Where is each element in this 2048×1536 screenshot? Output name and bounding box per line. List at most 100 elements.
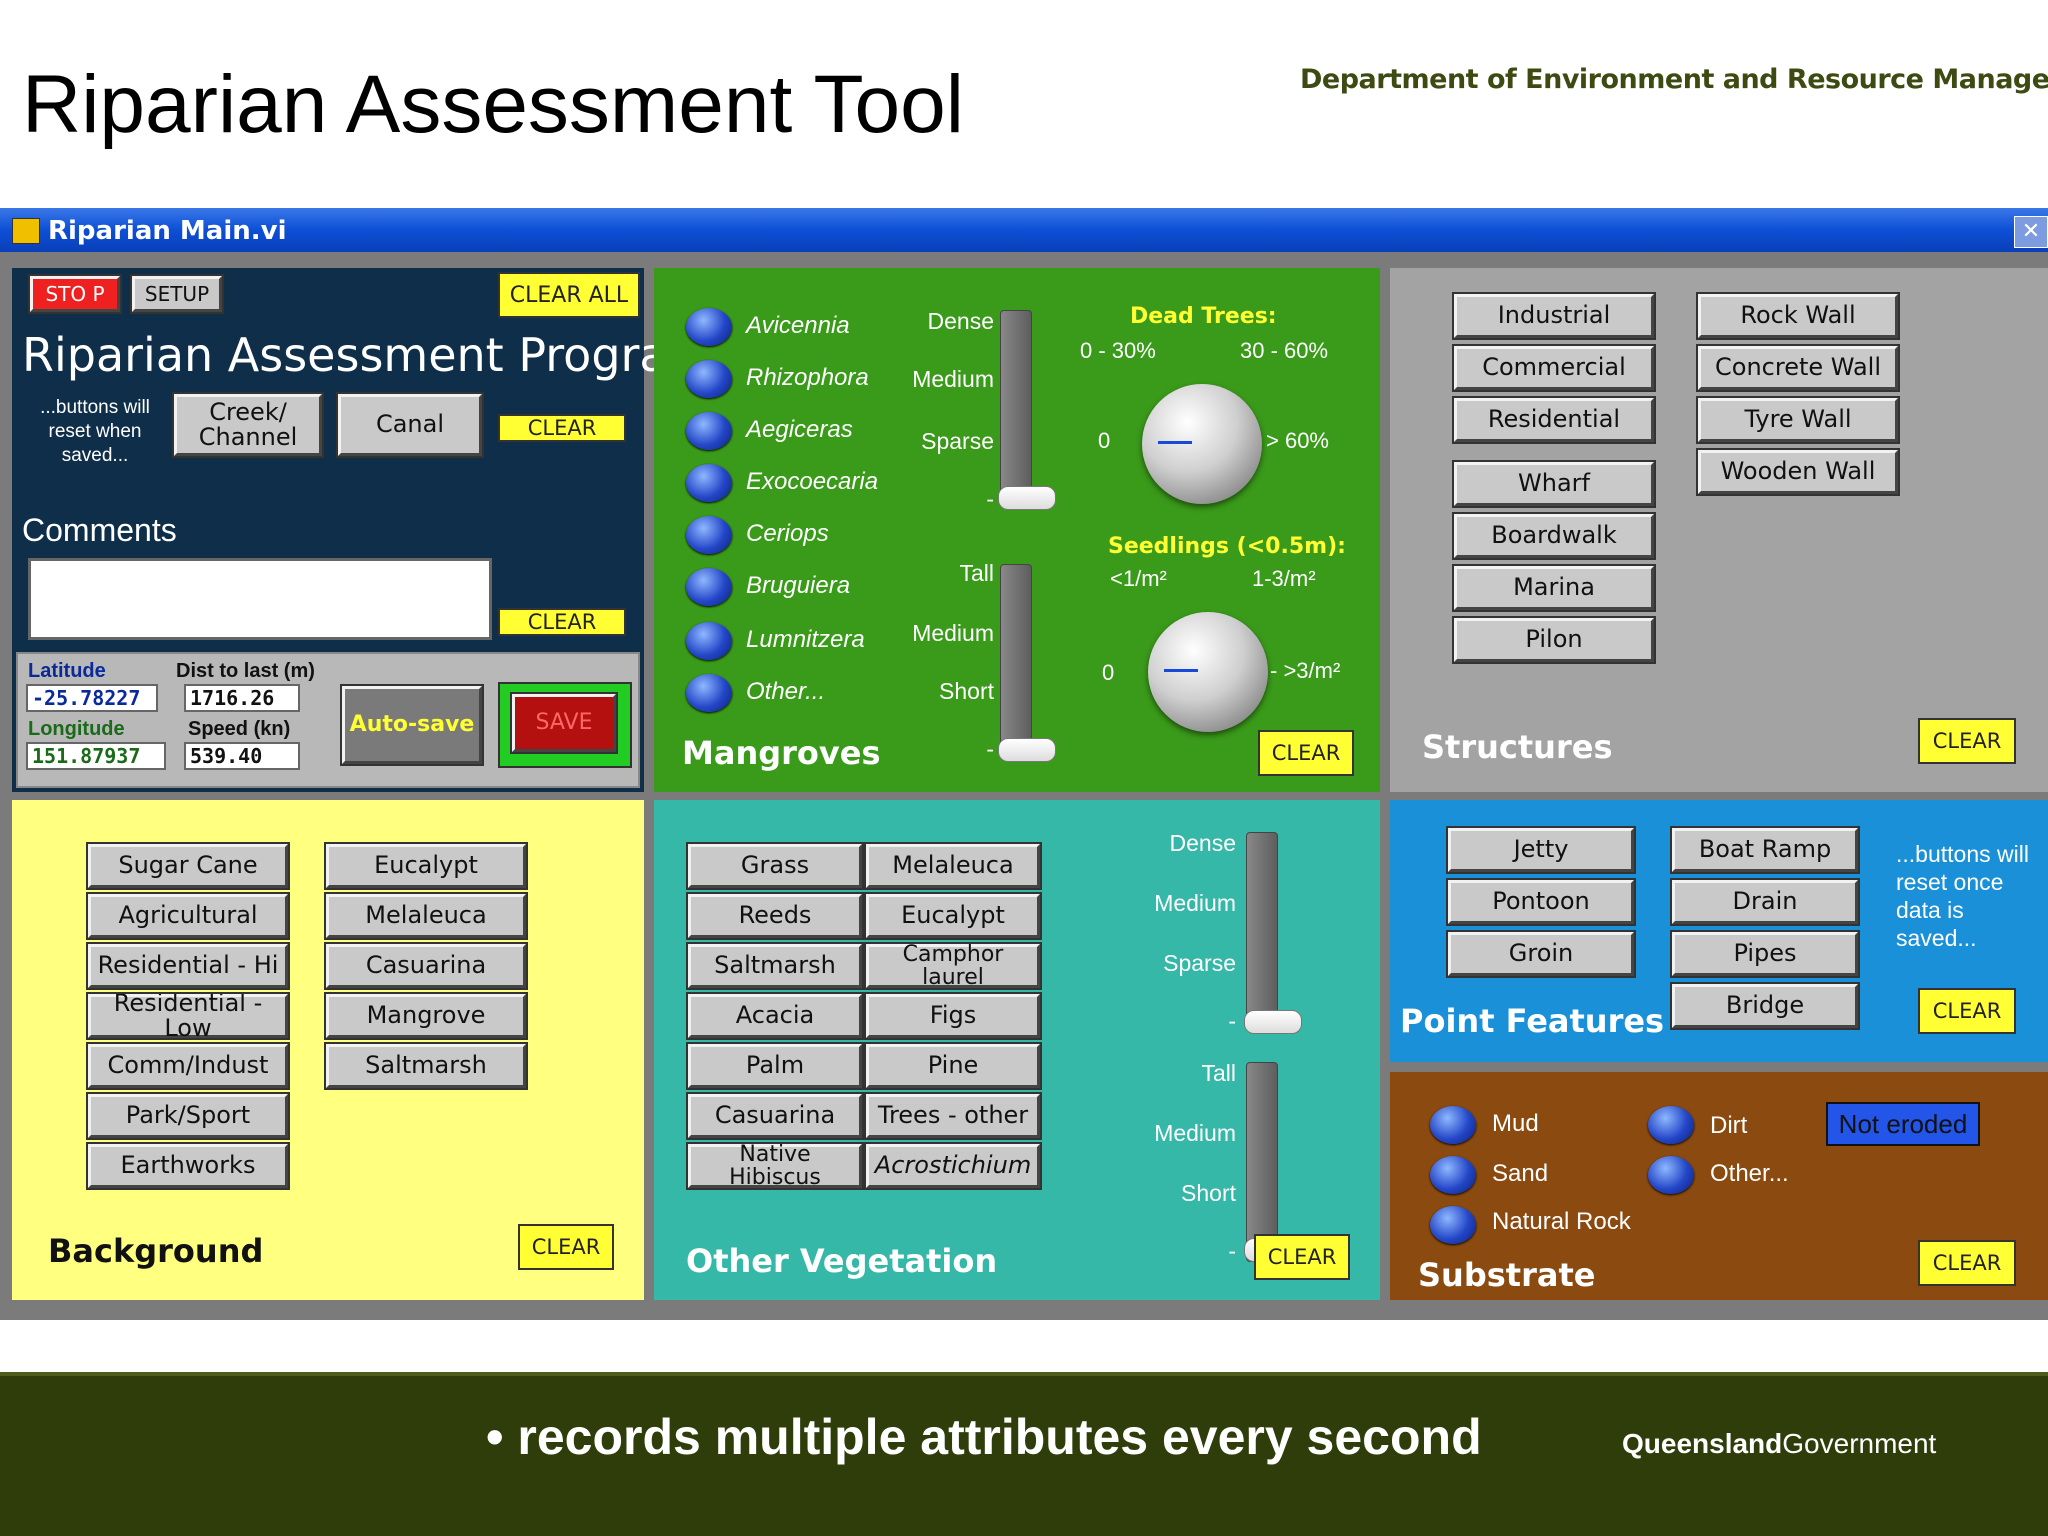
veg-height-short: Short (1181, 1180, 1236, 1206)
veg-density-slider[interactable] (1246, 832, 1278, 1032)
wall-button[interactable]: Concrete Wall (1696, 344, 1900, 392)
background-veg-button[interactable]: Casuarina (324, 942, 528, 990)
dead-trees-knob[interactable] (1142, 384, 1262, 504)
density-dense: Dense (927, 308, 994, 334)
structure-button[interactable]: Boardwalk (1452, 512, 1656, 560)
close-icon[interactable]: ✕ (2014, 216, 2048, 248)
clear-all-button[interactable]: CLEAR ALL (498, 272, 640, 318)
vegetation-button[interactable]: Pine (864, 1042, 1042, 1090)
substrate-label: Natural Rock (1492, 1208, 1631, 1235)
vegetation-button[interactable]: Trees - other (864, 1092, 1042, 1140)
seed-label-0: 0 (1102, 660, 1115, 685)
wall-button[interactable]: Wooden Wall (1696, 448, 1900, 496)
substrate-radio-rock[interactable] (1430, 1206, 1476, 1244)
vegetation-button[interactable]: Eucalypt (864, 892, 1042, 940)
species-radio-6[interactable] (686, 568, 732, 606)
comments-input[interactable] (28, 558, 492, 640)
slide-footer (0, 1376, 2048, 1536)
substrate-title: Substrate (1418, 1256, 1596, 1294)
species-radio-3[interactable] (686, 412, 732, 450)
vegetation-button[interactable]: Native Hibiscus (686, 1142, 864, 1190)
structure-button[interactable]: Industrial (1452, 292, 1656, 340)
background-button[interactable]: Park/Sport (86, 1092, 290, 1140)
vegetation-button[interactable]: Camphor laurel (864, 942, 1042, 990)
mangrove-density-thumb[interactable] (998, 486, 1056, 510)
substrate-label: Mud (1492, 1110, 1539, 1137)
vegetation-button[interactable]: Acrostichium (864, 1142, 1042, 1190)
waterway-clear-button[interactable]: CLEAR (498, 414, 626, 442)
background-clear-button[interactable]: CLEAR (518, 1224, 614, 1270)
veg-density-none: - (1228, 1008, 1236, 1034)
vegetation-button[interactable]: Figs (864, 992, 1042, 1040)
vegetation-button[interactable]: Acacia (686, 992, 864, 1040)
point-button[interactable]: Boat Ramp (1670, 826, 1860, 874)
mangrove-height-slider[interactable] (1000, 564, 1032, 760)
comments-label: Comments (22, 512, 177, 548)
mangroves-clear-button[interactable]: CLEAR (1258, 730, 1354, 776)
save-button[interactable]: SAVE (510, 692, 618, 754)
structure-button[interactable]: Commercial (1452, 344, 1656, 392)
substrate-radio-other[interactable] (1648, 1156, 1694, 1194)
structures-clear-button[interactable]: CLEAR (1918, 718, 2016, 764)
mangrove-density-slider[interactable] (1000, 310, 1032, 508)
vegetation-button[interactable]: Palm (686, 1042, 864, 1090)
wall-button[interactable]: Rock Wall (1696, 292, 1900, 340)
wall-button[interactable]: Tyre Wall (1696, 396, 1900, 444)
seed-label-1-3: 1-3/m² (1252, 566, 1316, 591)
canal-button[interactable]: Canal (336, 392, 484, 458)
species-radio-2[interactable] (686, 360, 732, 398)
seed-label-lt1: <1/m² (1110, 566, 1167, 591)
creek-channel-button[interactable]: Creek/ Channel (172, 392, 324, 458)
substrate-radio-dirt[interactable] (1648, 1106, 1694, 1144)
substrate-radio-mud[interactable] (1430, 1106, 1476, 1144)
species-radio-7[interactable] (686, 622, 732, 660)
background-button[interactable]: Agricultural (86, 892, 290, 940)
background-veg-button[interactable]: Melaleuca (324, 892, 528, 940)
vegetation-button[interactable]: Casuarina (686, 1092, 864, 1140)
point-button[interactable]: Groin (1446, 930, 1636, 978)
point-button[interactable]: Drain (1670, 878, 1860, 926)
background-button[interactable]: Residential - Hi (86, 942, 290, 990)
structure-button[interactable]: Wharf (1452, 460, 1656, 508)
stop-button[interactable]: STO P (28, 274, 122, 314)
veg-density-sparse: Sparse (1163, 950, 1236, 976)
species-radio-4[interactable] (686, 464, 732, 502)
point-button[interactable]: Bridge (1670, 982, 1860, 1030)
species-radio-5[interactable] (686, 516, 732, 554)
point-button[interactable]: Jetty (1446, 826, 1636, 874)
species-radio-8[interactable] (686, 674, 732, 712)
vegetation-button[interactable]: Reeds (686, 892, 864, 940)
seedlings-knob[interactable] (1148, 612, 1268, 732)
structure-button[interactable]: Residential (1452, 396, 1656, 444)
mangrove-height-thumb[interactable] (998, 738, 1056, 762)
vegetation-button[interactable]: Saltmarsh (686, 942, 864, 990)
background-button[interactable]: Comm/Indust (86, 1042, 290, 1090)
species-label: Lumnitzera (746, 626, 865, 653)
species-radio-1[interactable] (686, 308, 732, 346)
point-button[interactable]: Pontoon (1446, 878, 1636, 926)
speed-value: 539.40 (184, 742, 300, 770)
vegetation-button[interactable]: Melaleuca (864, 842, 1042, 890)
background-button[interactable]: Earthworks (86, 1142, 290, 1190)
setup-button[interactable]: SETUP (130, 274, 224, 314)
species-label: Avicennia (746, 312, 850, 339)
points-clear-button[interactable]: CLEAR (1918, 988, 2016, 1034)
veg-density-thumb[interactable] (1244, 1010, 1302, 1034)
vegetation-button[interactable]: Grass (686, 842, 864, 890)
substrate-clear-button[interactable]: CLEAR (1918, 1240, 2016, 1286)
comments-clear-button[interactable]: CLEAR (498, 608, 626, 636)
background-veg-button[interactable]: Eucalypt (324, 842, 528, 890)
background-veg-button[interactable]: Saltmarsh (324, 1042, 528, 1090)
vegetation-clear-button[interactable]: CLEAR (1254, 1234, 1350, 1280)
structure-button[interactable]: Marina (1452, 564, 1656, 612)
veg-height-slider[interactable] (1246, 1062, 1278, 1262)
dist-value: 1716.26 (184, 684, 300, 712)
point-button[interactable]: Pipes (1670, 930, 1860, 978)
auto-save-toggle[interactable]: Auto-save (340, 684, 484, 766)
background-button[interactable]: Sugar Cane (86, 842, 290, 890)
substrate-radio-sand[interactable] (1430, 1156, 1476, 1194)
erosion-toggle[interactable]: Not eroded (1826, 1102, 1980, 1146)
background-veg-button[interactable]: Mangrove (324, 992, 528, 1040)
structure-button[interactable]: Pilon (1452, 616, 1656, 664)
background-button[interactable]: Residential - Low (86, 990, 290, 1041)
